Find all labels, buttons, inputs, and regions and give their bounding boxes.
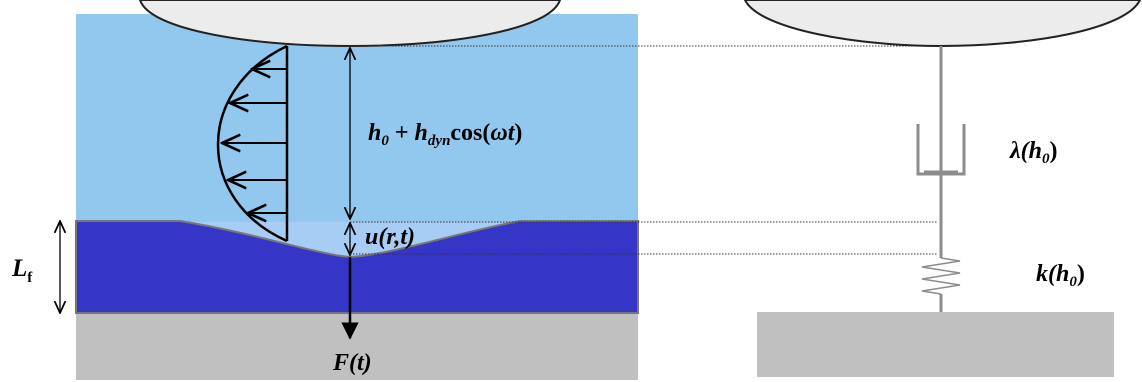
- substrate-right: [757, 312, 1114, 377]
- gap-label: h0+hdyncos(ωt): [368, 120, 522, 149]
- elastic-film: [75, 220, 639, 314]
- film-thickness-label: Lf: [11, 255, 33, 286]
- probe-right: [743, 0, 1142, 48]
- spring-label: k(h0): [1036, 261, 1085, 290]
- force-label: F(t): [332, 350, 372, 376]
- damper-label: λ(h0): [1009, 138, 1058, 167]
- velocity-profile: [216, 44, 289, 243]
- fluid-region: [76, 14, 638, 222]
- spring-icon: [921, 250, 961, 312]
- deformation-label: u(r,t): [365, 224, 415, 250]
- damper-icon: [916, 46, 966, 250]
